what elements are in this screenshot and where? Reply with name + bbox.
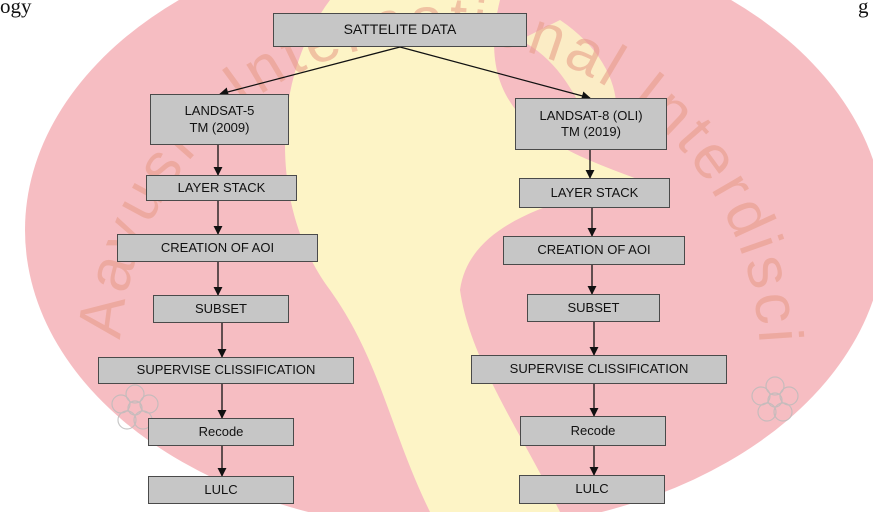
right-step-box: LULC — [519, 475, 665, 504]
left-step-box: LAYER STACK — [146, 175, 297, 201]
root-box-label: SATTELITE DATA — [343, 21, 457, 38]
intro-text-fragment-right: g — [858, 0, 869, 18]
right-step-label: LULC — [575, 481, 609, 497]
left-source-box: LANDSAT-5 TM (2009) — [150, 94, 289, 145]
right-step-label: SUBSET — [567, 299, 620, 315]
right-step-box: CREATION OF AOI — [503, 236, 685, 265]
left-step-box: Recode — [148, 418, 294, 446]
left-step-label: CREATION OF AOI — [160, 239, 275, 255]
flower-ornament-right-icon — [751, 376, 799, 422]
root-box-satellite-data: SATTELITE DATA — [273, 13, 527, 47]
right-step-label: LAYER STACK — [550, 184, 639, 200]
right-step-label: CREATION OF AOI — [537, 242, 651, 258]
left-step-box: CREATION OF AOI — [117, 234, 318, 262]
left-step-label: SUBSET — [194, 300, 247, 316]
right-step-box: SUBSET — [527, 294, 660, 322]
right-source-box: LANDSAT-8 (OLI) TM (2019) — [515, 98, 667, 150]
right-step-label: SUPERVISE CLISSIFICATION — [509, 361, 689, 377]
right-source-label: LANDSAT-8 (OLI) TM (2019) — [539, 107, 643, 139]
intro-text-fragment: ogy — [0, 0, 32, 18]
left-step-box: LULC — [148, 476, 294, 504]
left-step-box: SUPERVISE CLISSIFICATION — [98, 357, 354, 384]
left-source-label: LANDSAT-5 TM (2009) — [184, 103, 255, 135]
left-step-box: SUBSET — [153, 295, 289, 323]
right-step-label: Recode — [570, 422, 616, 438]
flower-ornament-left-icon — [111, 384, 159, 430]
right-step-box: Recode — [520, 416, 666, 446]
arrow-root-to-right — [399, 46, 591, 101]
left-step-label: SUPERVISE CLISSIFICATION — [136, 362, 316, 378]
left-step-label: LULC — [204, 481, 238, 497]
left-step-label: Recode — [198, 423, 244, 439]
left-step-label: LAYER STACK — [177, 179, 266, 195]
arrow-root-to-left — [219, 46, 401, 97]
right-step-box: SUPERVISE CLISSIFICATION — [471, 355, 727, 384]
right-step-box: LAYER STACK — [519, 178, 670, 208]
